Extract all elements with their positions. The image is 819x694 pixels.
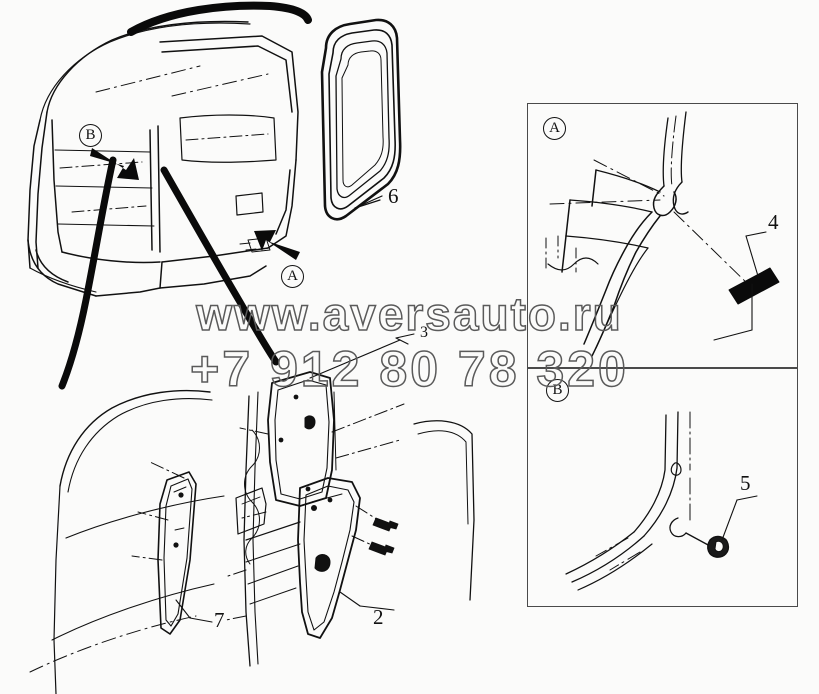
- section-marker-a-panel: A: [543, 117, 566, 140]
- part-2-trim-panel: [297, 477, 361, 639]
- fastener-screws: [368, 517, 399, 556]
- detail-panel-b: [527, 368, 798, 607]
- section-marker-b-main-letter: B: [85, 127, 96, 143]
- section-arrow-a: [254, 230, 300, 260]
- callout-6-number: 6: [388, 184, 399, 208]
- callout-5-number: 5: [740, 471, 751, 495]
- callout-7-number: 7: [214, 608, 225, 632]
- section-arrow-b: [90, 148, 139, 180]
- callout-3-number: 3: [420, 324, 428, 341]
- callout-2: 2: [371, 607, 385, 629]
- leader-line-6: [354, 195, 383, 209]
- callout-2-number: 2: [373, 605, 384, 629]
- weatherstrip-ring-part: [320, 18, 402, 221]
- callout-6: 6: [386, 186, 400, 208]
- part-7-trim-strip: [157, 471, 197, 635]
- detail-a-section-view: [545, 111, 753, 357]
- weatherstrip-installed-path: [58, 1, 312, 390]
- kick-panel: [235, 487, 301, 605]
- cab-body-outline: [27, 20, 299, 297]
- interior-trim-illustration: [29, 371, 475, 694]
- section-marker-b-panel: B: [546, 379, 569, 402]
- callout-4-number: 4: [768, 210, 779, 234]
- detail-b-section-view: [565, 411, 730, 591]
- callout-3: 3: [418, 325, 429, 342]
- detail-panel-a: [527, 103, 798, 368]
- callout-4: 4: [766, 212, 780, 234]
- section-marker-a-panel-letter: A: [549, 120, 560, 136]
- section-marker-a-main: A: [281, 265, 304, 288]
- leader-line-5: [721, 495, 758, 541]
- section-marker-b-panel-letter: B: [552, 382, 563, 398]
- leader-line-3: [309, 333, 415, 379]
- callout-5: 5: [738, 473, 752, 495]
- leader-line-4: [713, 231, 767, 341]
- part-3-trim-panel: [267, 371, 337, 507]
- leader-line-2: [339, 591, 395, 611]
- callout-7: 7: [212, 610, 226, 632]
- part-4-seal-strip: [728, 267, 780, 305]
- section-marker-b-main: B: [79, 124, 102, 147]
- section-marker-a-main-letter: A: [287, 268, 298, 284]
- leader-line-7: [175, 599, 213, 623]
